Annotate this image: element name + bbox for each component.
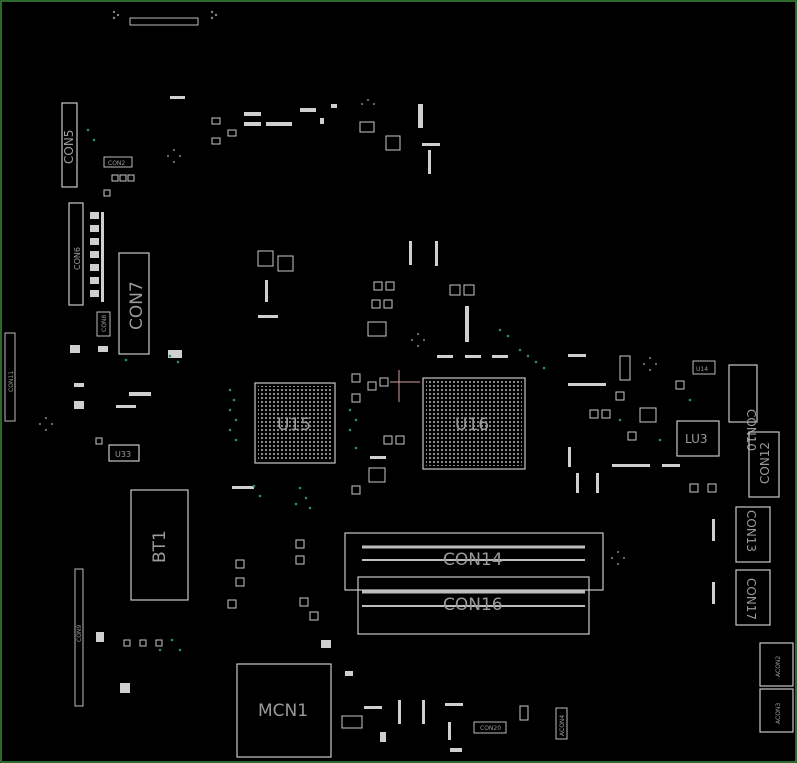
con5-connector: CON5 — [61, 102, 78, 188]
con10-connector: CON10 — [728, 364, 758, 451]
con13-connector: CON13 — [735, 506, 771, 563]
con8-label: CON8 — [101, 315, 108, 332]
u33-label: U33 — [115, 450, 131, 459]
con20-label: CON20 — [480, 725, 501, 732]
con2-label: CON2 — [108, 160, 125, 167]
con10-label: CON10 — [744, 409, 758, 451]
acon4-label: ACON4 — [559, 715, 566, 736]
con12-connector: CON12 — [748, 431, 780, 498]
con9-connector: CON9 — [74, 568, 84, 707]
acon4-connector: ACON4 — [555, 707, 568, 740]
u14-label: U14 — [696, 366, 708, 373]
acon3-label: ACON3 — [775, 703, 782, 724]
con12-label: CON12 — [758, 442, 772, 484]
u14-chip: U14 — [692, 360, 716, 375]
small-components — [70, 96, 715, 752]
passive-clusters — [95, 117, 717, 647]
con11-connector: CON11 — [4, 332, 16, 422]
u16-chip: U16 — [422, 377, 526, 470]
con6-connector: CON6 — [68, 202, 84, 306]
u15-chip: U15 — [254, 382, 336, 464]
u15-label: U15 — [277, 415, 311, 435]
con17-connector: CON17 — [735, 569, 771, 626]
con7-connector: CON7 — [118, 252, 150, 355]
con11-label: CON11 — [8, 371, 15, 392]
mcn1-connector: MCN1 — [236, 663, 332, 758]
acon2-connector: ACON2 — [759, 642, 794, 687]
mounting-dots-top — [112, 10, 218, 20]
top-connector — [129, 17, 199, 26]
con13-label: CON13 — [744, 510, 758, 552]
bt1-label: BT1 — [150, 530, 170, 563]
via-dots — [86, 128, 692, 652]
mcn1-label: MCN1 — [258, 701, 308, 721]
con7-label: CON7 — [127, 281, 147, 330]
acon3-connector: ACON3 — [759, 688, 794, 733]
u16-label: U16 — [455, 415, 489, 435]
con6-label: CON6 — [73, 247, 82, 270]
con14-connector: CON14 — [344, 532, 604, 591]
con16-connector: CON16 — [357, 576, 590, 635]
u33-chip: U33 — [108, 444, 140, 462]
test-point-clusters — [39, 99, 657, 565]
origin-marker — [390, 370, 420, 402]
con9-label: CON9 — [76, 625, 83, 642]
con5-label: CON5 — [62, 130, 76, 164]
con14-label: CON14 — [443, 550, 503, 570]
con20-connector: CON20 — [473, 721, 507, 734]
con8-connector: CON8 — [96, 311, 111, 337]
con2-connector: CON2 — [103, 156, 133, 168]
lu3-label: LU3 — [685, 432, 708, 446]
lu3-chip: LU3 — [676, 420, 720, 457]
acon2-label: ACON2 — [775, 656, 782, 677]
con16-label: CON16 — [443, 595, 503, 615]
con6-pads — [90, 212, 104, 302]
bt1-battery: BT1 — [130, 489, 189, 601]
con17-label: CON17 — [744, 578, 758, 620]
